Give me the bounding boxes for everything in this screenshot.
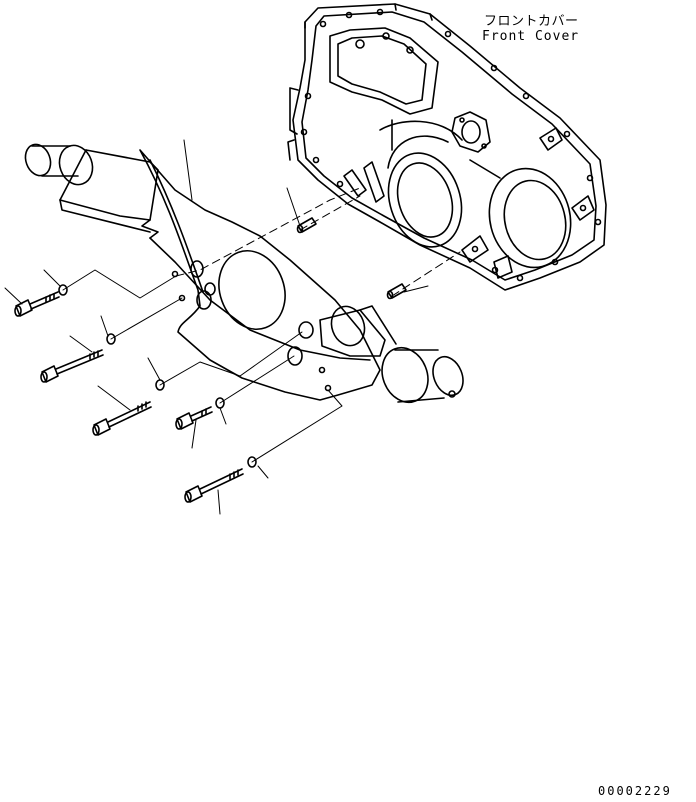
bolt-3 — [93, 402, 151, 435]
washer-5 — [248, 457, 256, 467]
front-cover-label-jp: フロントカバー — [484, 14, 579, 29]
gasket-plate — [140, 150, 380, 400]
assembly-lines — [63, 188, 460, 462]
front-cover — [288, 4, 606, 290]
callout-leaders — [5, 140, 428, 514]
reference-number: 00002229 — [598, 784, 672, 798]
dowel-pin-lower — [388, 284, 407, 299]
bolt-2 — [41, 350, 103, 382]
washer-2 — [107, 334, 115, 344]
bolt-5 — [185, 469, 243, 502]
alignment-tool — [21, 141, 468, 409]
front-cover-label-en: Front Cover — [482, 29, 580, 44]
washer-1 — [59, 285, 67, 295]
bolt-1 — [15, 292, 59, 316]
bolt-4 — [176, 407, 212, 429]
